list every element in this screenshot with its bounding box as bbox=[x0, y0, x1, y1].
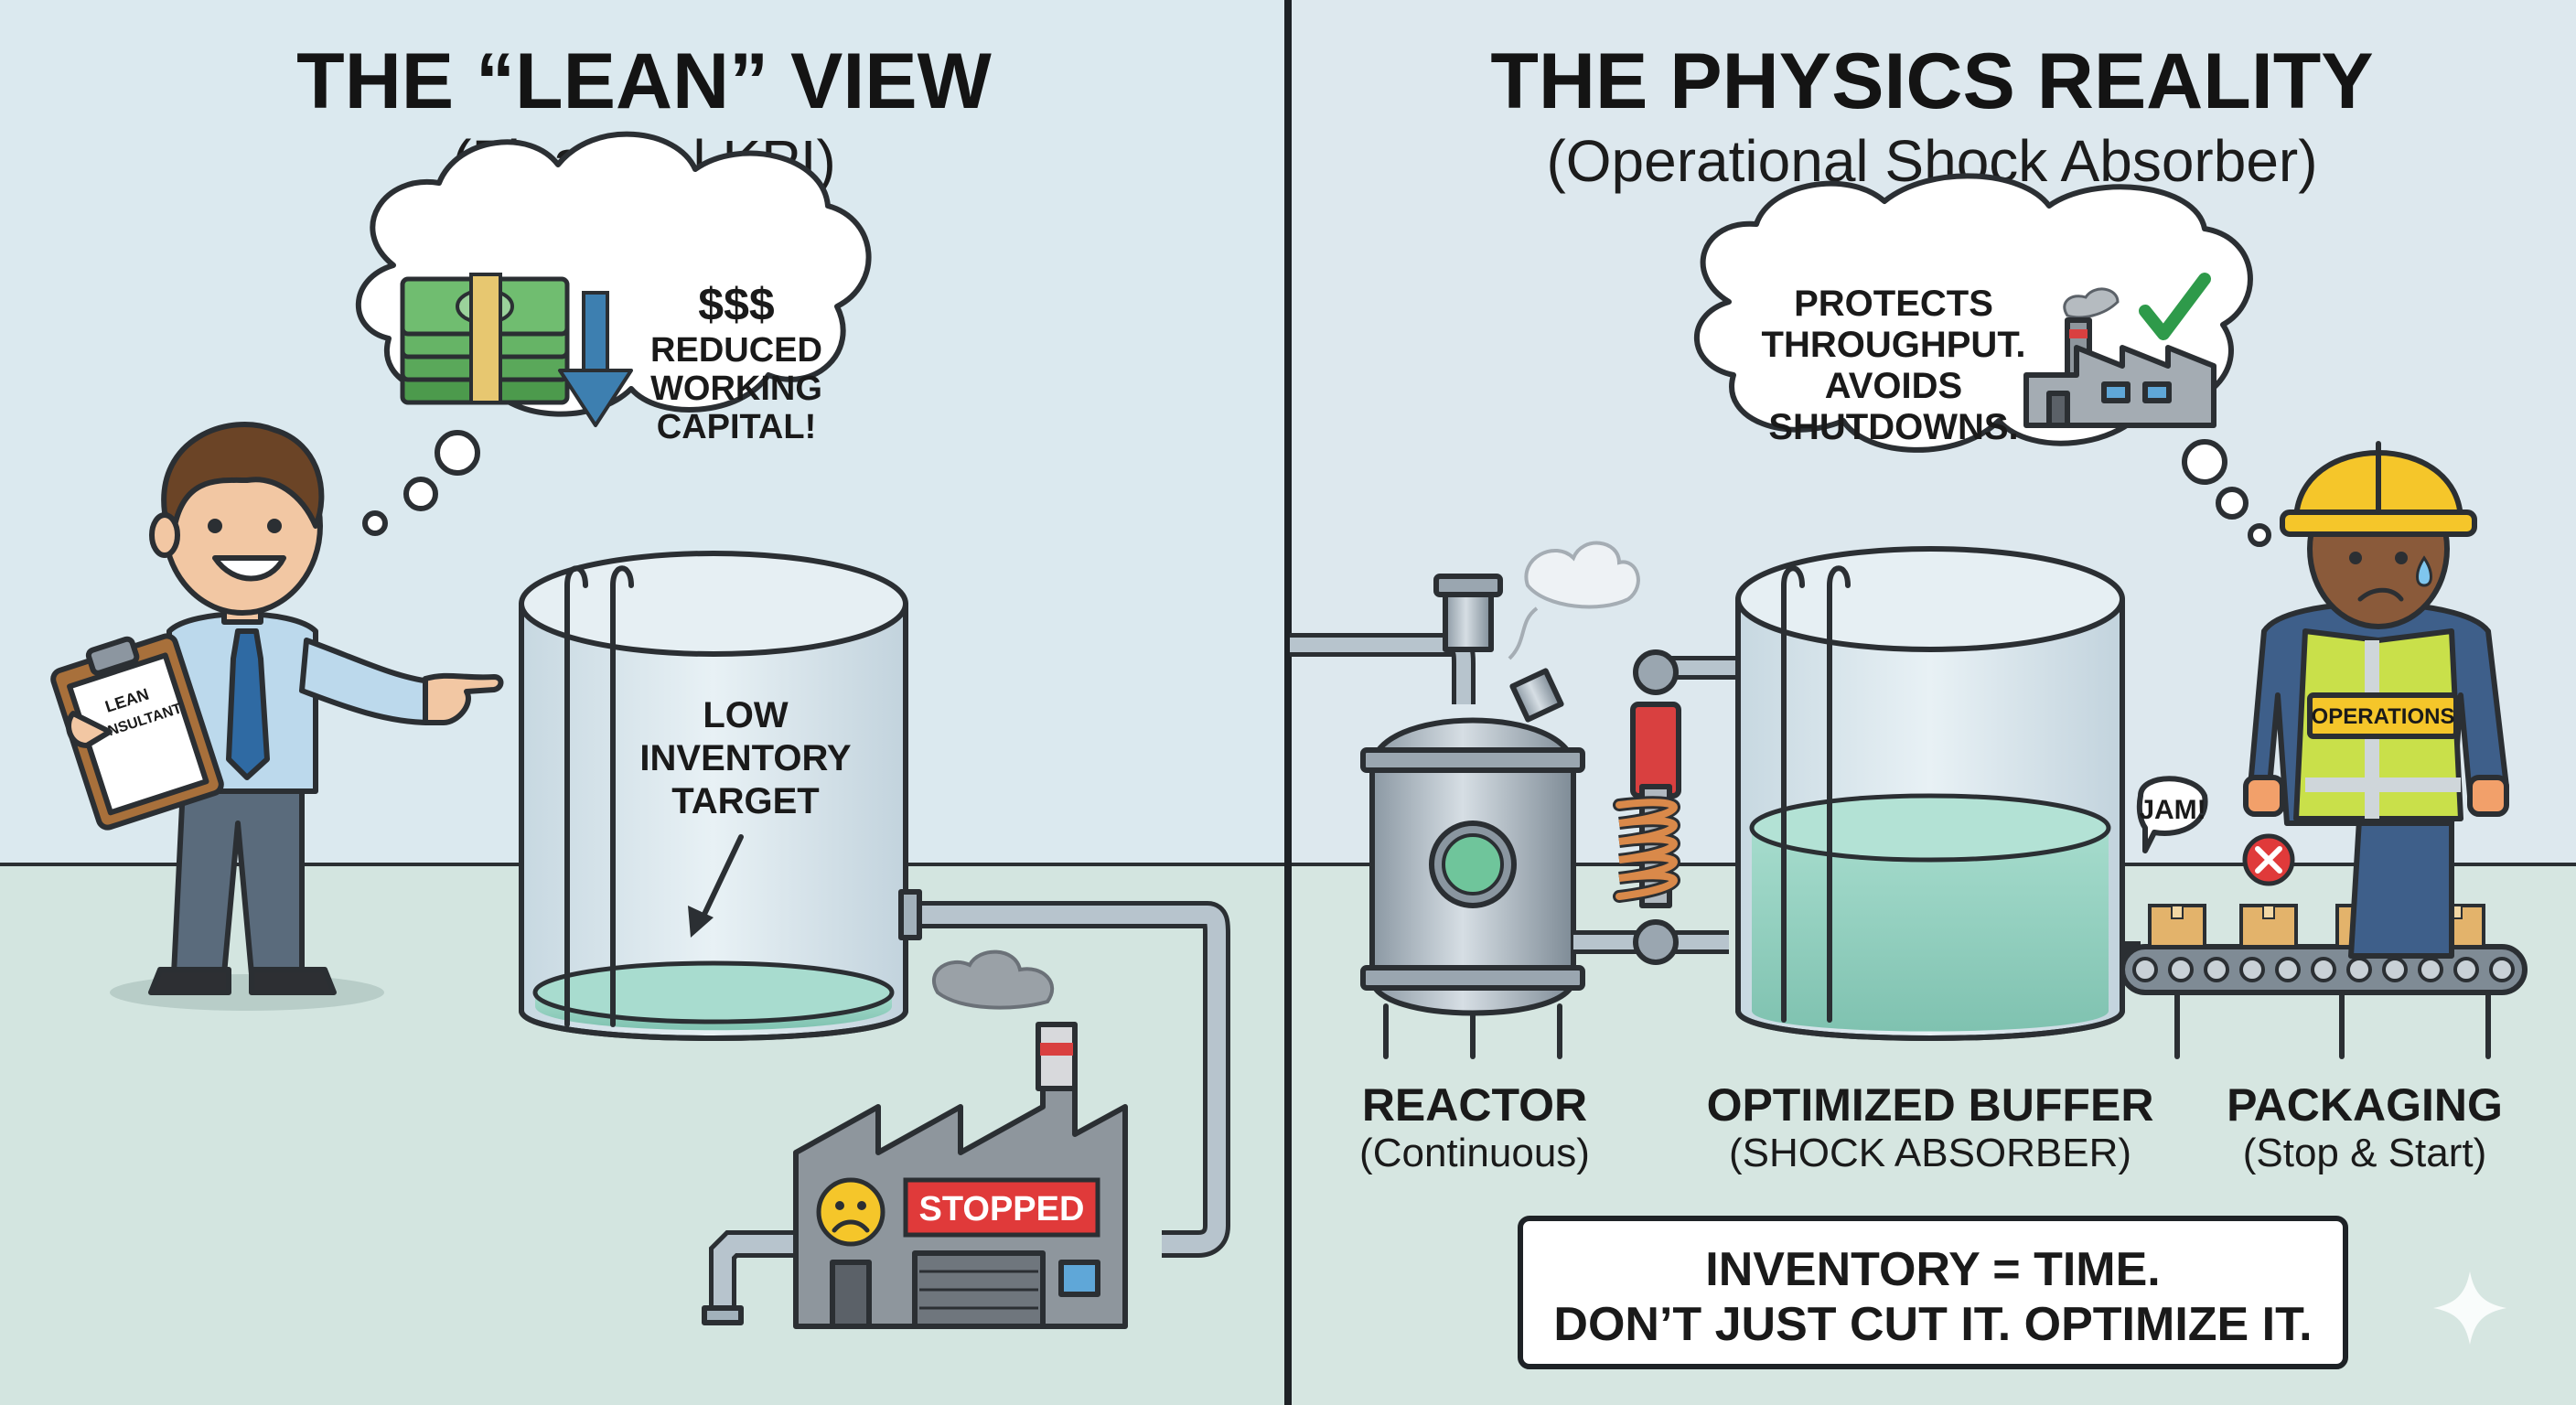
conclusion-line2: DON’T JUST CUT IT. OPTIMIZE IT. bbox=[1553, 1298, 2312, 1351]
reactor-sublabel: (Continuous) bbox=[1359, 1131, 1590, 1175]
thought-r-line3: AVOIDS bbox=[1825, 366, 1962, 406]
packaging-conveyor: JAM! bbox=[2120, 776, 2528, 1059]
thought-line2: WORKING bbox=[650, 370, 822, 408]
conveyor-roller bbox=[2346, 957, 2372, 982]
thought-r-line4: SHUTDOWNS. bbox=[1768, 407, 2018, 447]
factory-smoke bbox=[931, 949, 1055, 1010]
tank-label-line2: INVENTORY bbox=[639, 738, 851, 778]
jam-bubble-text: JAM! bbox=[2139, 795, 2206, 825]
money-stack-icon bbox=[400, 273, 570, 405]
physics-thought-cloud: PROTECTS THROUGHPUT. AVOIDS SHUTDOWNS. bbox=[1693, 173, 2271, 547]
stopped-sign bbox=[903, 1177, 1100, 1238]
buffer-sublabel: (SHOCK ABSORBER) bbox=[1729, 1131, 2131, 1175]
sparkle-icon bbox=[2433, 1271, 2506, 1345]
shock-spring bbox=[1573, 649, 1738, 965]
buffer-label: OPTIMIZED BUFFER bbox=[1707, 1079, 2154, 1131]
right-title: THE PHYSICS REALITY bbox=[1490, 38, 2373, 125]
packaging-sublabel: (Stop & Start) bbox=[2243, 1131, 2487, 1175]
tank-ladder bbox=[564, 565, 634, 1027]
low-inventory-tank: LOW INVENTORY TARGET bbox=[519, 551, 908, 1041]
conveyor-rollers bbox=[2132, 957, 2515, 982]
conveyor-roller bbox=[2168, 957, 2194, 982]
conveyor-roller bbox=[2418, 957, 2443, 982]
conveyor-roller bbox=[2311, 957, 2336, 982]
package-box bbox=[2239, 904, 2298, 949]
conveyor-roller bbox=[2239, 957, 2265, 982]
thought-r-line2: THROUGHPUT. bbox=[1762, 325, 2026, 365]
conveyor-roller bbox=[2204, 957, 2229, 982]
conveyor-roller bbox=[2275, 957, 2301, 982]
conveyor-roller bbox=[2489, 957, 2515, 982]
left-title: THE “LEAN” VIEW bbox=[296, 38, 993, 125]
conveyor-roller bbox=[2132, 957, 2158, 982]
conclusion-box: INVENTORY = TIME. DON’T JUST CUT IT. OPT… bbox=[1518, 1216, 2348, 1369]
sad-face-icon bbox=[816, 1177, 886, 1247]
optimized-buffer-tank bbox=[1735, 546, 2141, 1041]
down-arrow-icon bbox=[558, 291, 633, 427]
clipboard: LEAN CONSULTANT bbox=[50, 633, 224, 831]
tank-label-line1: LOW bbox=[703, 695, 789, 735]
reactor-label: REACTOR bbox=[1362, 1079, 1587, 1131]
reactor-vessel bbox=[1360, 541, 1640, 1059]
lean-consultant-figure: LEAN CONSULTANT bbox=[50, 422, 504, 1011]
stopped-factory: STOPPED bbox=[793, 949, 1128, 1329]
thought-r-line1: PROTECTS bbox=[1794, 284, 1993, 324]
package-box bbox=[2148, 904, 2206, 949]
vest-label: OPERATIONS bbox=[2312, 704, 2455, 729]
tank-label-line3: TARGET bbox=[671, 781, 819, 821]
running-factory-icon bbox=[2023, 273, 2216, 428]
conclusion-line1: INVENTORY = TIME. bbox=[1705, 1243, 2160, 1296]
buffer-ladder bbox=[1781, 565, 1851, 1023]
thought-dollar: $$$ bbox=[698, 279, 775, 330]
operations-worker-figure: OPERATIONS bbox=[2243, 441, 2509, 959]
lean-thought-cloud: $$$ REDUCED WORKING CAPITAL! bbox=[355, 131, 872, 536]
conveyor-roller bbox=[2382, 957, 2408, 982]
thought-line3: CAPITAL! bbox=[657, 408, 817, 446]
conveyor-roller bbox=[2453, 957, 2479, 982]
packaging-label: PACKAGING bbox=[2227, 1079, 2503, 1131]
tank-outlet-pipe bbox=[702, 889, 1230, 1325]
checkmark-icon bbox=[2139, 273, 2211, 340]
thought-line1: REDUCED bbox=[650, 331, 822, 370]
stopped-sign-text: STOPPED bbox=[919, 1190, 1085, 1228]
